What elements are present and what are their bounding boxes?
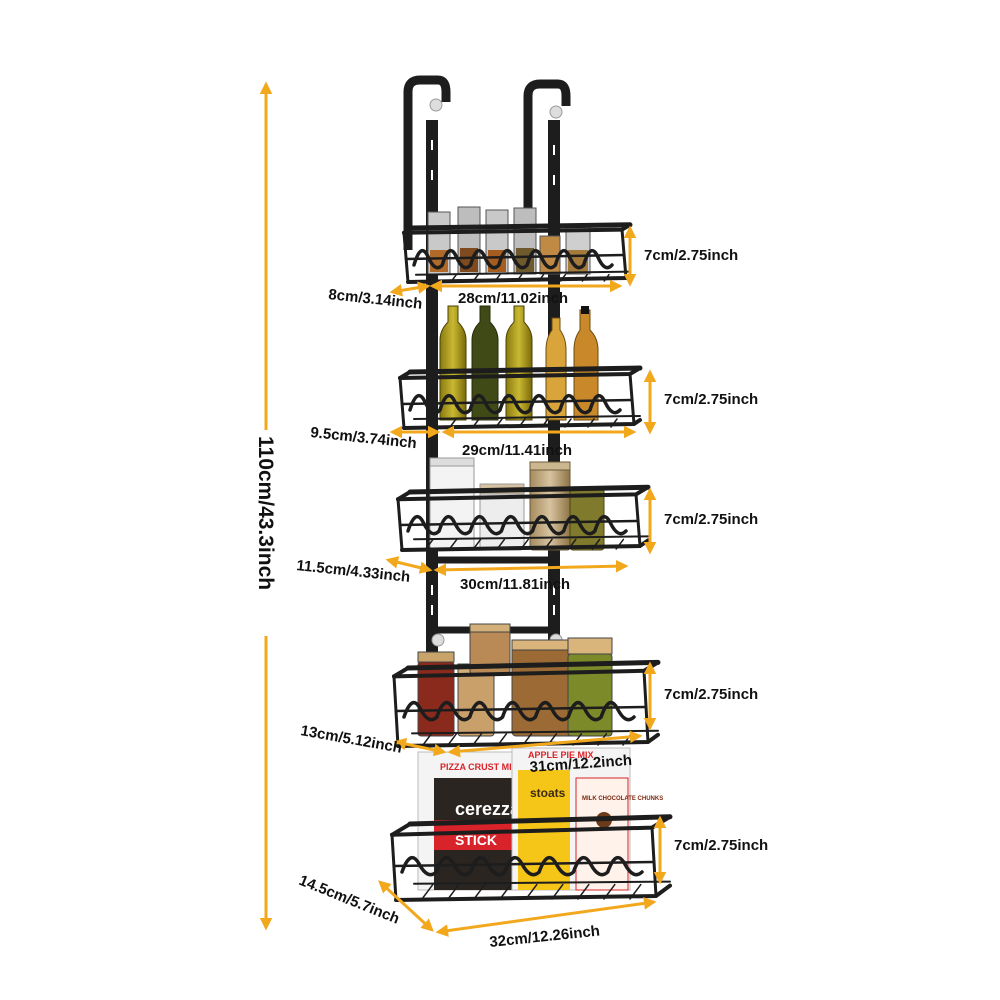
- shelf-4-height-label: 7cm/2.75inch: [664, 686, 758, 703]
- stoats-label: stoats: [530, 786, 566, 800]
- shelf-1-width-label: 28cm/11.02inch: [458, 290, 568, 307]
- right-door-hook: [523, 79, 571, 250]
- shelf-1-spice-jars: [427, 206, 591, 275]
- shelf-4-depth-label: 13cm/5.12inch: [299, 722, 403, 757]
- stick-label: STICK: [455, 832, 497, 848]
- milk-label: MILK CHOCOLATE CHUNKS: [582, 796, 663, 802]
- shelf-5-width-label: 32cm/12.26inch: [489, 922, 601, 950]
- shelf-2-oil-bottles: [439, 305, 599, 421]
- shelf-3-width-label: 30cm/11.81inch: [460, 576, 570, 593]
- shelf-5-depth-label: 14.5cm/5.7inch: [297, 872, 402, 928]
- shelf-2-depth-label: 9.5cm/3.74inch: [310, 424, 418, 452]
- left-door-hook: [403, 75, 451, 250]
- shelf-3-height-label: 7cm/2.75inch: [664, 511, 758, 528]
- shelf-4-storage-jars: [417, 623, 613, 737]
- shelf-3-canisters: [429, 457, 605, 551]
- brand-label: cerezza: [455, 799, 521, 819]
- shelf-1-dimensions: 7cm/2.75inch 28cm/11.02inch 8cm/3.14inch: [328, 225, 738, 313]
- shelf-1-height-label: 7cm/2.75inch: [644, 247, 738, 264]
- basket-3: [396, 484, 651, 552]
- total-height-label: 110cm/43.3inch: [254, 436, 277, 590]
- shelf-5-height-label: 7cm/2.75inch: [674, 837, 768, 854]
- total-height-dimension: 110cm/43.3inch: [254, 81, 277, 931]
- shelf-2-dimensions: 7cm/2.75inch 29cm/11.41inch 9.5cm/3.74in…: [310, 369, 758, 459]
- shelf-2-width-label: 29cm/11.41inch: [462, 442, 572, 459]
- shelf-2-height-label: 7cm/2.75inch: [664, 391, 758, 408]
- box-pizza-label: PIZZA CRUST MIX: [440, 762, 518, 772]
